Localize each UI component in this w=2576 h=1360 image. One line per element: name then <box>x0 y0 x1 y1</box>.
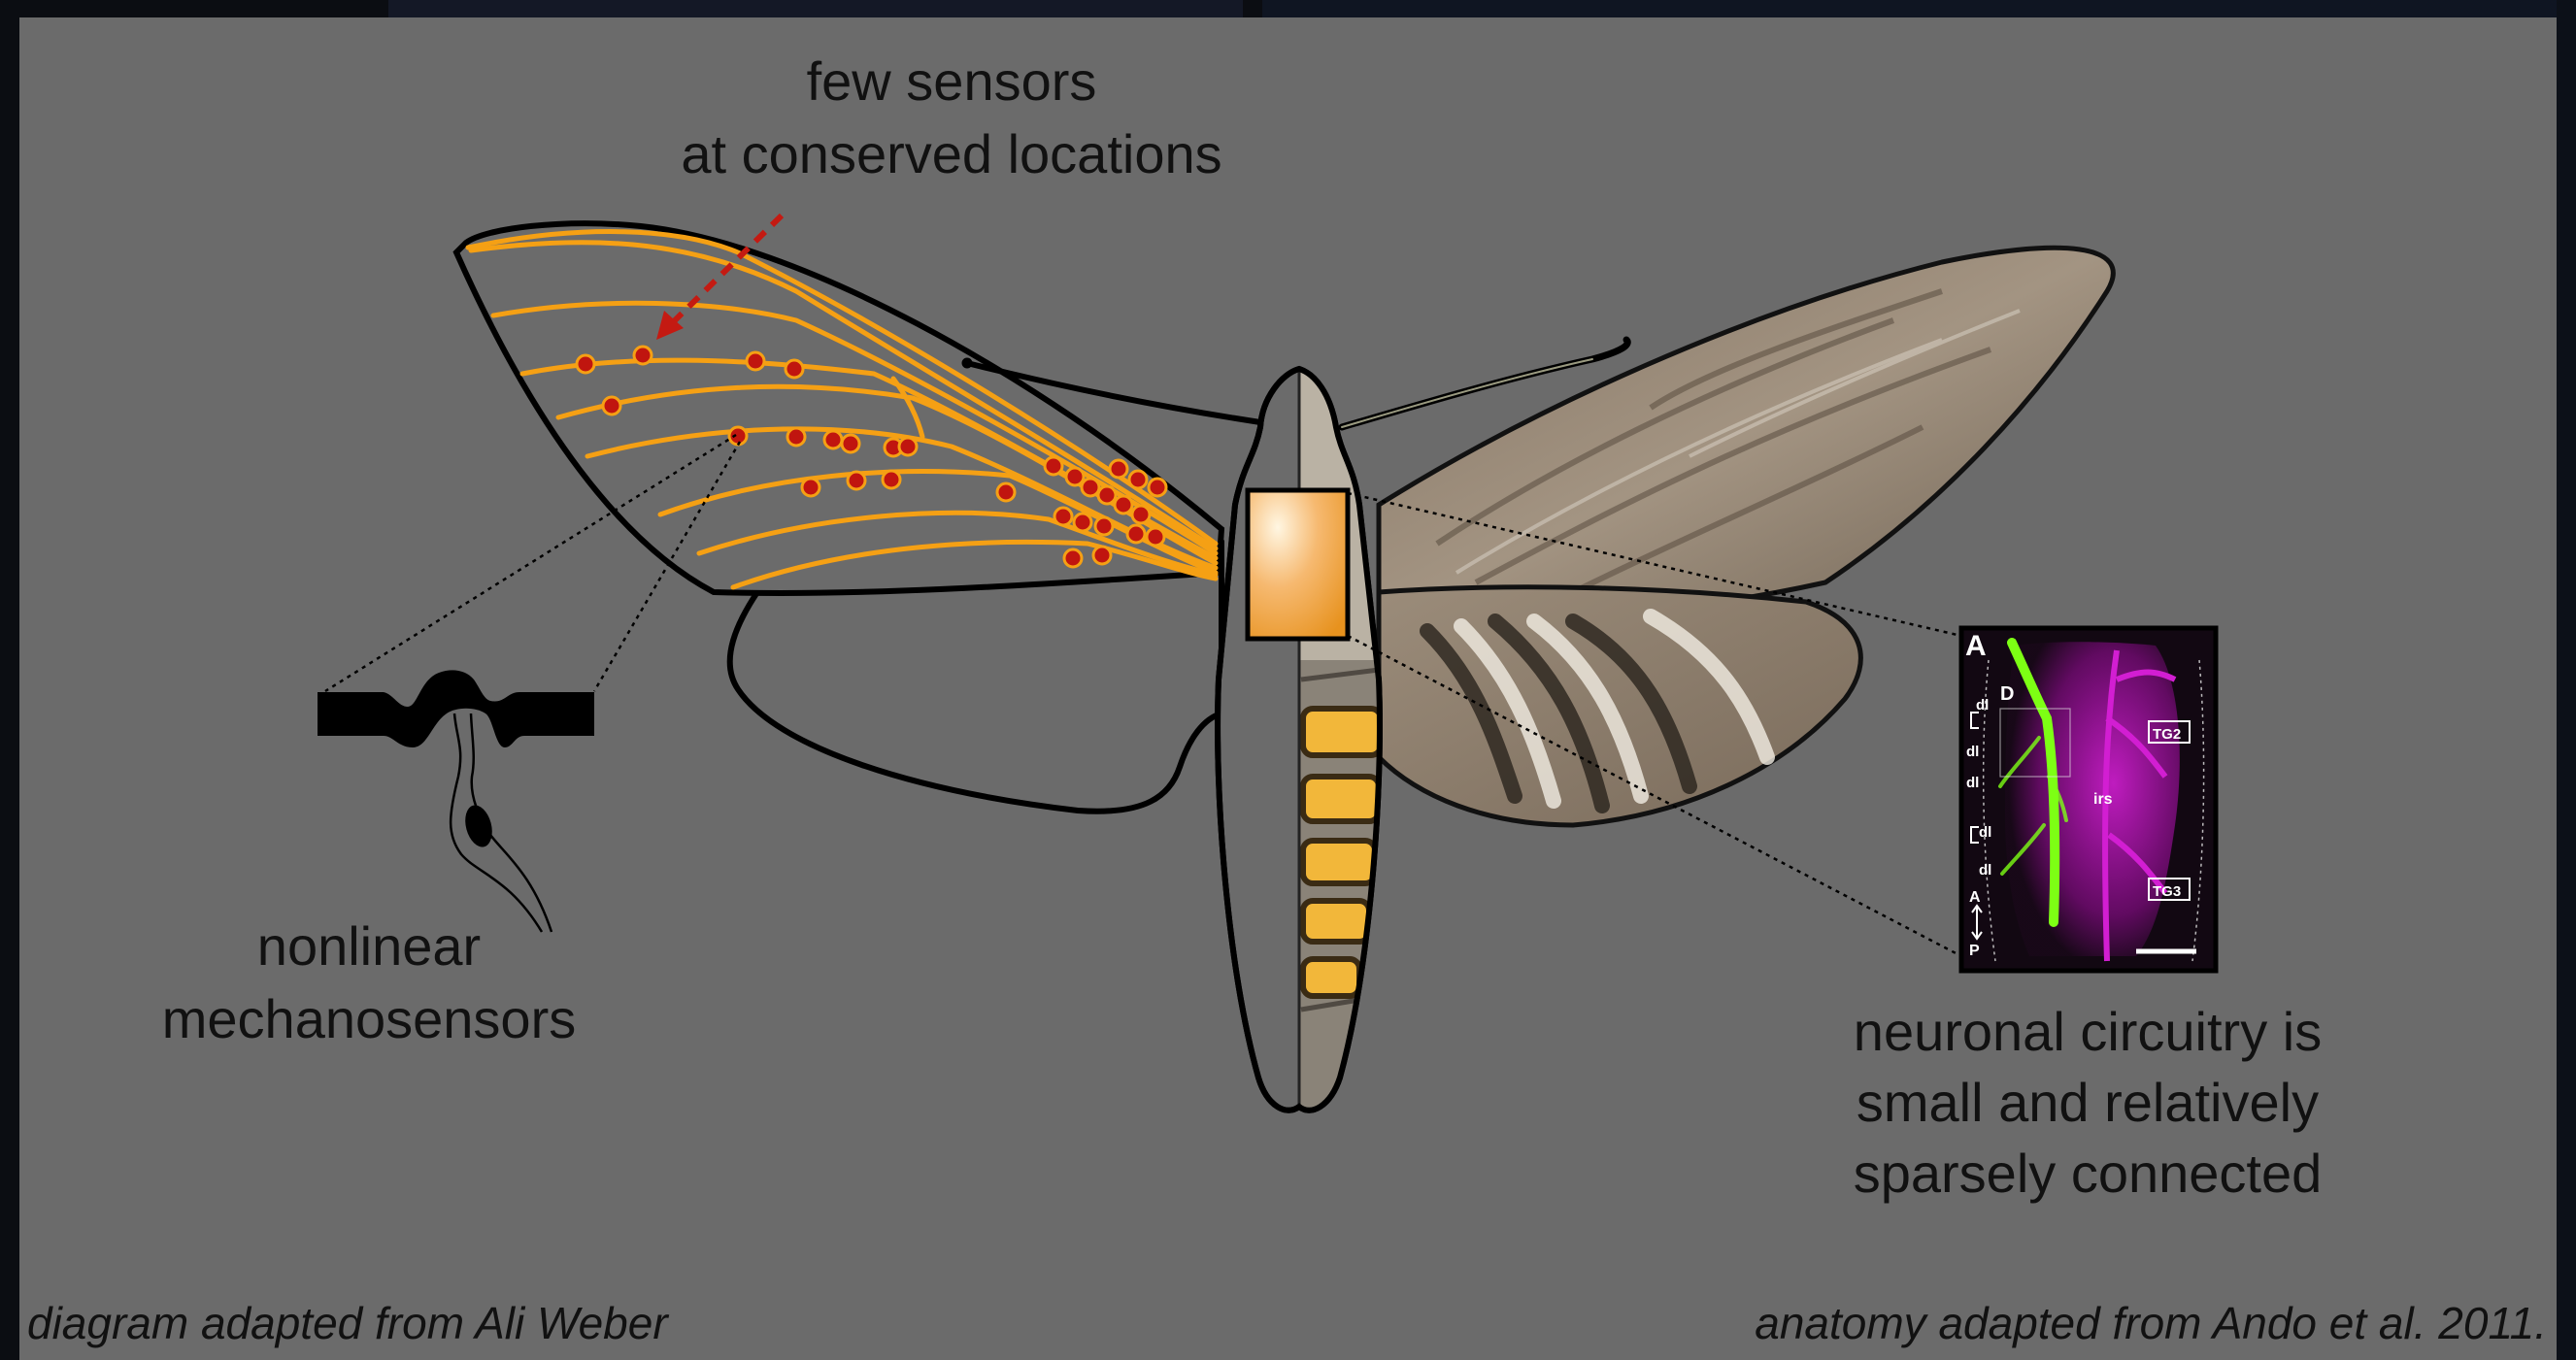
few-sensors-line-1: few sensors <box>563 45 1340 117</box>
few-sensors-label: few sensors at conserved locations <box>563 45 1340 190</box>
neuronal-circuitry-label: neuronal circuitry is small and relative… <box>1738 996 2437 1209</box>
nonlinear-mechanosensors-label: nonlinear mechanosensors <box>58 910 680 1055</box>
window-strip-left <box>388 0 1243 17</box>
caption-left: diagram adapted from Ali Weber <box>27 1297 668 1349</box>
stimulus-box <box>1248 490 1348 639</box>
anatomy-inset: A D TG2 TG3 irs dl dl dl dl dl A P <box>1961 628 2216 971</box>
inset-tg3-label: TG3 <box>2153 883 2181 900</box>
circuitry-line-2: small and relatively <box>1738 1067 2437 1138</box>
inset-panel-letter: A <box>1965 630 1987 662</box>
window-edge-right <box>2557 0 2576 1360</box>
few-sensors-line-2: at conserved locations <box>563 117 1340 190</box>
circuitry-line-1: neuronal circuitry is <box>1738 996 2437 1067</box>
caption-right: anatomy adapted from Ando et al. 2011. <box>1755 1297 2547 1349</box>
inset-dl-label-5: dl <box>1979 862 1991 879</box>
circuitry-line-3: sparsely connected <box>1738 1138 2437 1209</box>
inset-irs-label: irs <box>2093 791 2113 808</box>
inset-axis-p: P <box>1969 943 1980 959</box>
neuron-cell <box>461 802 497 849</box>
inset-dorsal-marker: D <box>2000 683 2014 705</box>
mechanosensor-schematic <box>318 670 594 932</box>
slide: A D TG2 TG3 irs dl dl dl dl dl A P few s… <box>19 17 2557 1360</box>
nonlinear-line-1: nonlinear <box>58 910 680 982</box>
moth-body <box>1218 369 1387 1126</box>
nonlinear-line-2: mechanosensors <box>58 982 680 1055</box>
window-strip-right <box>1262 0 2576 17</box>
inset-dl-label-3: dl <box>1966 775 1979 791</box>
inset-dl-label-4: dl <box>1979 824 1991 841</box>
inset-dl-label-2: dl <box>1966 744 1979 760</box>
inset-dl-label-1: dl <box>1976 697 1989 713</box>
inset-tg2-label: TG2 <box>2153 726 2181 743</box>
inset-axis-a: A <box>1969 889 1981 906</box>
